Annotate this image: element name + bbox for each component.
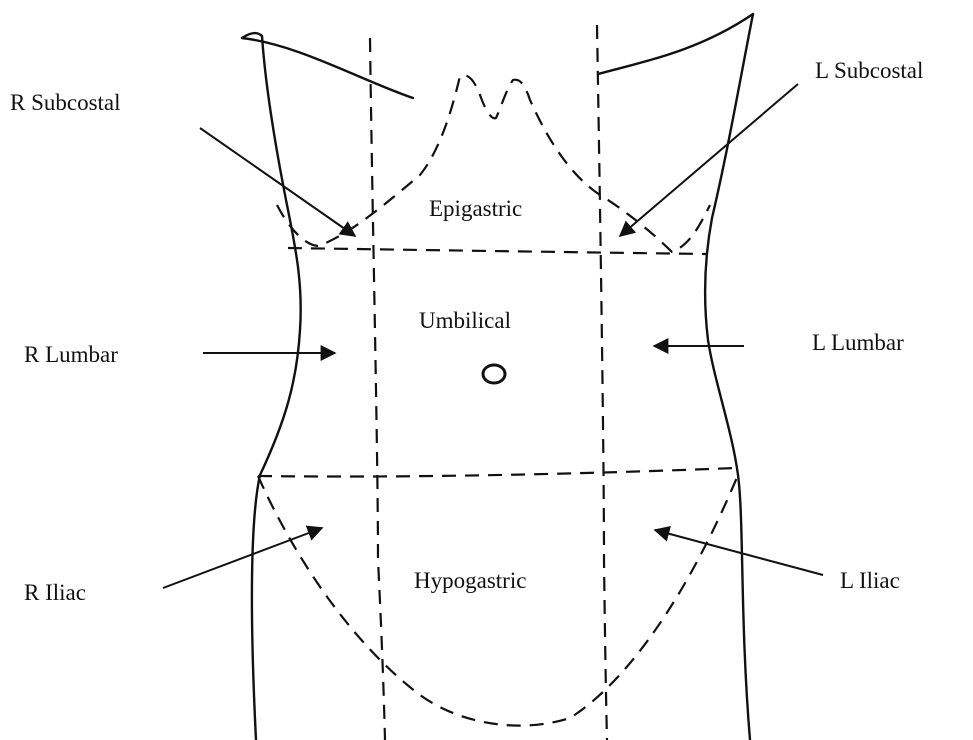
r-subcostal-label: R Subcostal: [10, 90, 121, 115]
l-subcostal-arrow: [620, 84, 798, 236]
r-iliac-arrow: [163, 528, 322, 588]
r-lumbar-label: R Lumbar: [24, 342, 118, 367]
torso-outline: [242, 14, 753, 740]
right-shoulder-outline: [705, 14, 753, 740]
l-iliac-label: L Iliac: [840, 568, 900, 593]
l-lumbar-label: L Lumbar: [812, 330, 904, 355]
left-midclavicular-line: [370, 38, 385, 740]
epigastric-label: Epigastric: [429, 196, 522, 221]
hypogastric-label: Hypogastric: [414, 568, 526, 593]
umbilical-label: Umbilical: [419, 308, 511, 333]
navel-icon: [483, 365, 505, 383]
r-iliac-label: R Iliac: [24, 580, 86, 605]
l-iliac-arrow: [655, 530, 823, 575]
costal-margin-line: [277, 75, 710, 252]
inguinal-curve-line: [258, 475, 738, 726]
right-clavicle-outline: [598, 14, 753, 74]
left-side-body-outline: [242, 33, 301, 740]
subcostal-plane-line: [288, 248, 706, 254]
right-midclavicular-line: [597, 25, 607, 740]
r-subcostal-arrow: [200, 128, 355, 236]
l-subcostal-label: L Subcostal: [815, 58, 923, 83]
transtubercular-plane-line: [258, 468, 736, 477]
